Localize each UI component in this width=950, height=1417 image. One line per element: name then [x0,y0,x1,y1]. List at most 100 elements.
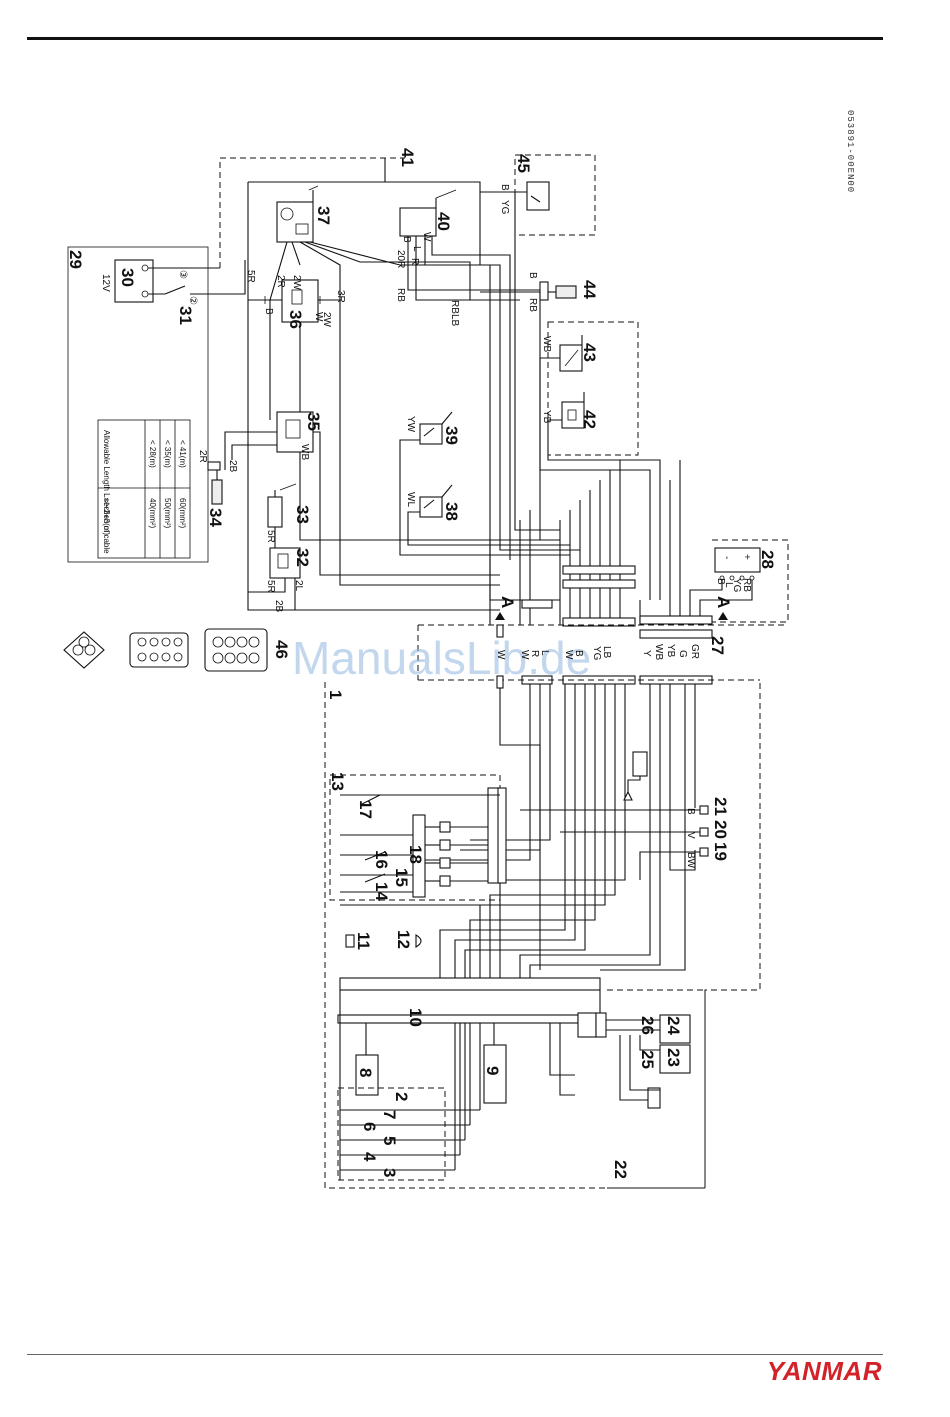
wire-label: 2B [227,460,238,473]
device-28 [689,547,761,625]
label-44: 44 [580,280,599,299]
wire-label: W [563,650,574,660]
wire-label: 5R [265,530,276,543]
wire-label: WB [653,644,664,660]
wire-label: L [723,582,734,588]
relay-35 [224,411,500,576]
wire-label: B [401,236,412,243]
wire-labels: 2R 2B 5R 5R 5R 2B 2L WB B 2R 2W W 2W 3R … [197,184,752,869]
drawing-code: 053891-00EN00 [845,110,855,193]
wire-label: WL [405,492,416,507]
wire-label: LB [449,314,460,327]
top-rule [27,37,883,40]
label-38: 38 [442,502,461,521]
cable-length-table: section of cable Allowable Length L=ℓ+2+… [97,419,191,559]
label-9: 9 [483,1066,502,1075]
label-41: 41 [398,148,417,167]
label-26: 26 [638,1016,657,1035]
label-19: 19 [711,842,730,861]
label-15: 15 [392,868,411,887]
label-37: 37 [314,206,333,225]
yanmar-logo: YANMAR [766,1356,882,1386]
wire-label: L [411,246,422,252]
table-cell: < 41(m) [178,440,187,468]
label-6: 6 [360,1122,379,1131]
battery-box: section of cable Allowable Length L=ℓ+2+… [67,246,246,563]
label-8: 8 [356,1068,375,1077]
connector-marker-a: A [714,596,733,608]
label-27: 27 [708,636,727,655]
wire-label: 2L [293,580,304,592]
label-29: 29 [66,250,85,269]
resistor-33 [267,483,297,548]
label-16: 16 [372,850,391,869]
wire-label: R [529,650,540,657]
label-43: 43 [580,343,599,362]
label-2: 2 [392,1092,411,1101]
wire-label: B [499,184,510,191]
label-14: 14 [372,882,391,901]
label-5: 5 [380,1136,399,1145]
label-34: 34 [206,508,225,527]
wire-label: B [527,272,538,279]
oil-pressure-switch-44 [480,281,577,301]
table-cell: 60(mm²) [178,498,187,529]
wire-label: RB [527,298,538,312]
wire-label: 2R [275,275,286,288]
wire-label: 5R [265,580,276,593]
label-3: 3 [380,1168,399,1177]
battery-voltage: 12V [100,274,111,292]
label-23: 23 [664,1048,683,1067]
switch-38 [407,484,570,546]
label-31: 31 [176,306,195,325]
label-40: 40 [434,212,453,231]
wire-label: W [495,650,506,660]
wire-label: BW [685,852,696,869]
label-36: 36 [286,310,305,329]
wire-label: YG [591,646,602,661]
wire-label: W [313,312,324,322]
bottom-rule [27,1354,883,1355]
wire-label: 2W [291,275,302,291]
wire-label: YB [665,644,676,658]
label-17: 17 [356,800,375,819]
label-30: 30 [118,268,137,287]
label-1: 1 [326,690,345,699]
label-10: 10 [406,1008,425,1027]
wire-label: LB [601,646,612,659]
label-18: 18 [406,845,425,864]
battery-terminal-3: ③ [177,270,188,279]
label-4: 4 [360,1152,379,1162]
label-13: 13 [328,772,347,791]
wire-label: 20R [395,250,406,268]
wire-label: 2R [197,450,208,463]
label-42: 42 [580,410,599,429]
wire-label: YG [499,200,510,215]
label-46: 46 [272,640,291,659]
glow-plug-34 [207,461,223,505]
label-22: 22 [611,1160,630,1179]
connector-marker-a: A [498,596,517,608]
label-20: 20 [711,820,730,839]
table-cell: < 28(m) [148,440,157,468]
label-35: 35 [304,412,323,431]
battery-terminal-2: ② [187,296,198,305]
selector-switches [340,1023,481,1171]
wire-label: R [409,258,420,265]
sensor-42 [547,392,661,600]
alternator-40 [399,189,580,560]
table-header-section: section of cable [102,498,111,554]
relay-36 [248,279,560,541]
wire-label: 5R [245,270,256,283]
wire-label: 2W [321,312,332,328]
label-7: 7 [380,1110,399,1119]
wire-label: WB [299,444,310,460]
panel-harness [420,684,696,978]
table-cell: 40(mm²) [148,498,157,529]
table-cell: 50(mm²) [163,498,172,529]
component-labels: 1 2 3 4 5 6 7 8 9 10 11 12 13 14 15 16 1… [66,148,777,1179]
wire-label: YW [405,416,416,433]
wire-label: Y [641,650,652,657]
wire-label: RB [395,288,406,302]
table-header-length: Allowable Length L=ℓ+2+3(m) [102,430,111,535]
